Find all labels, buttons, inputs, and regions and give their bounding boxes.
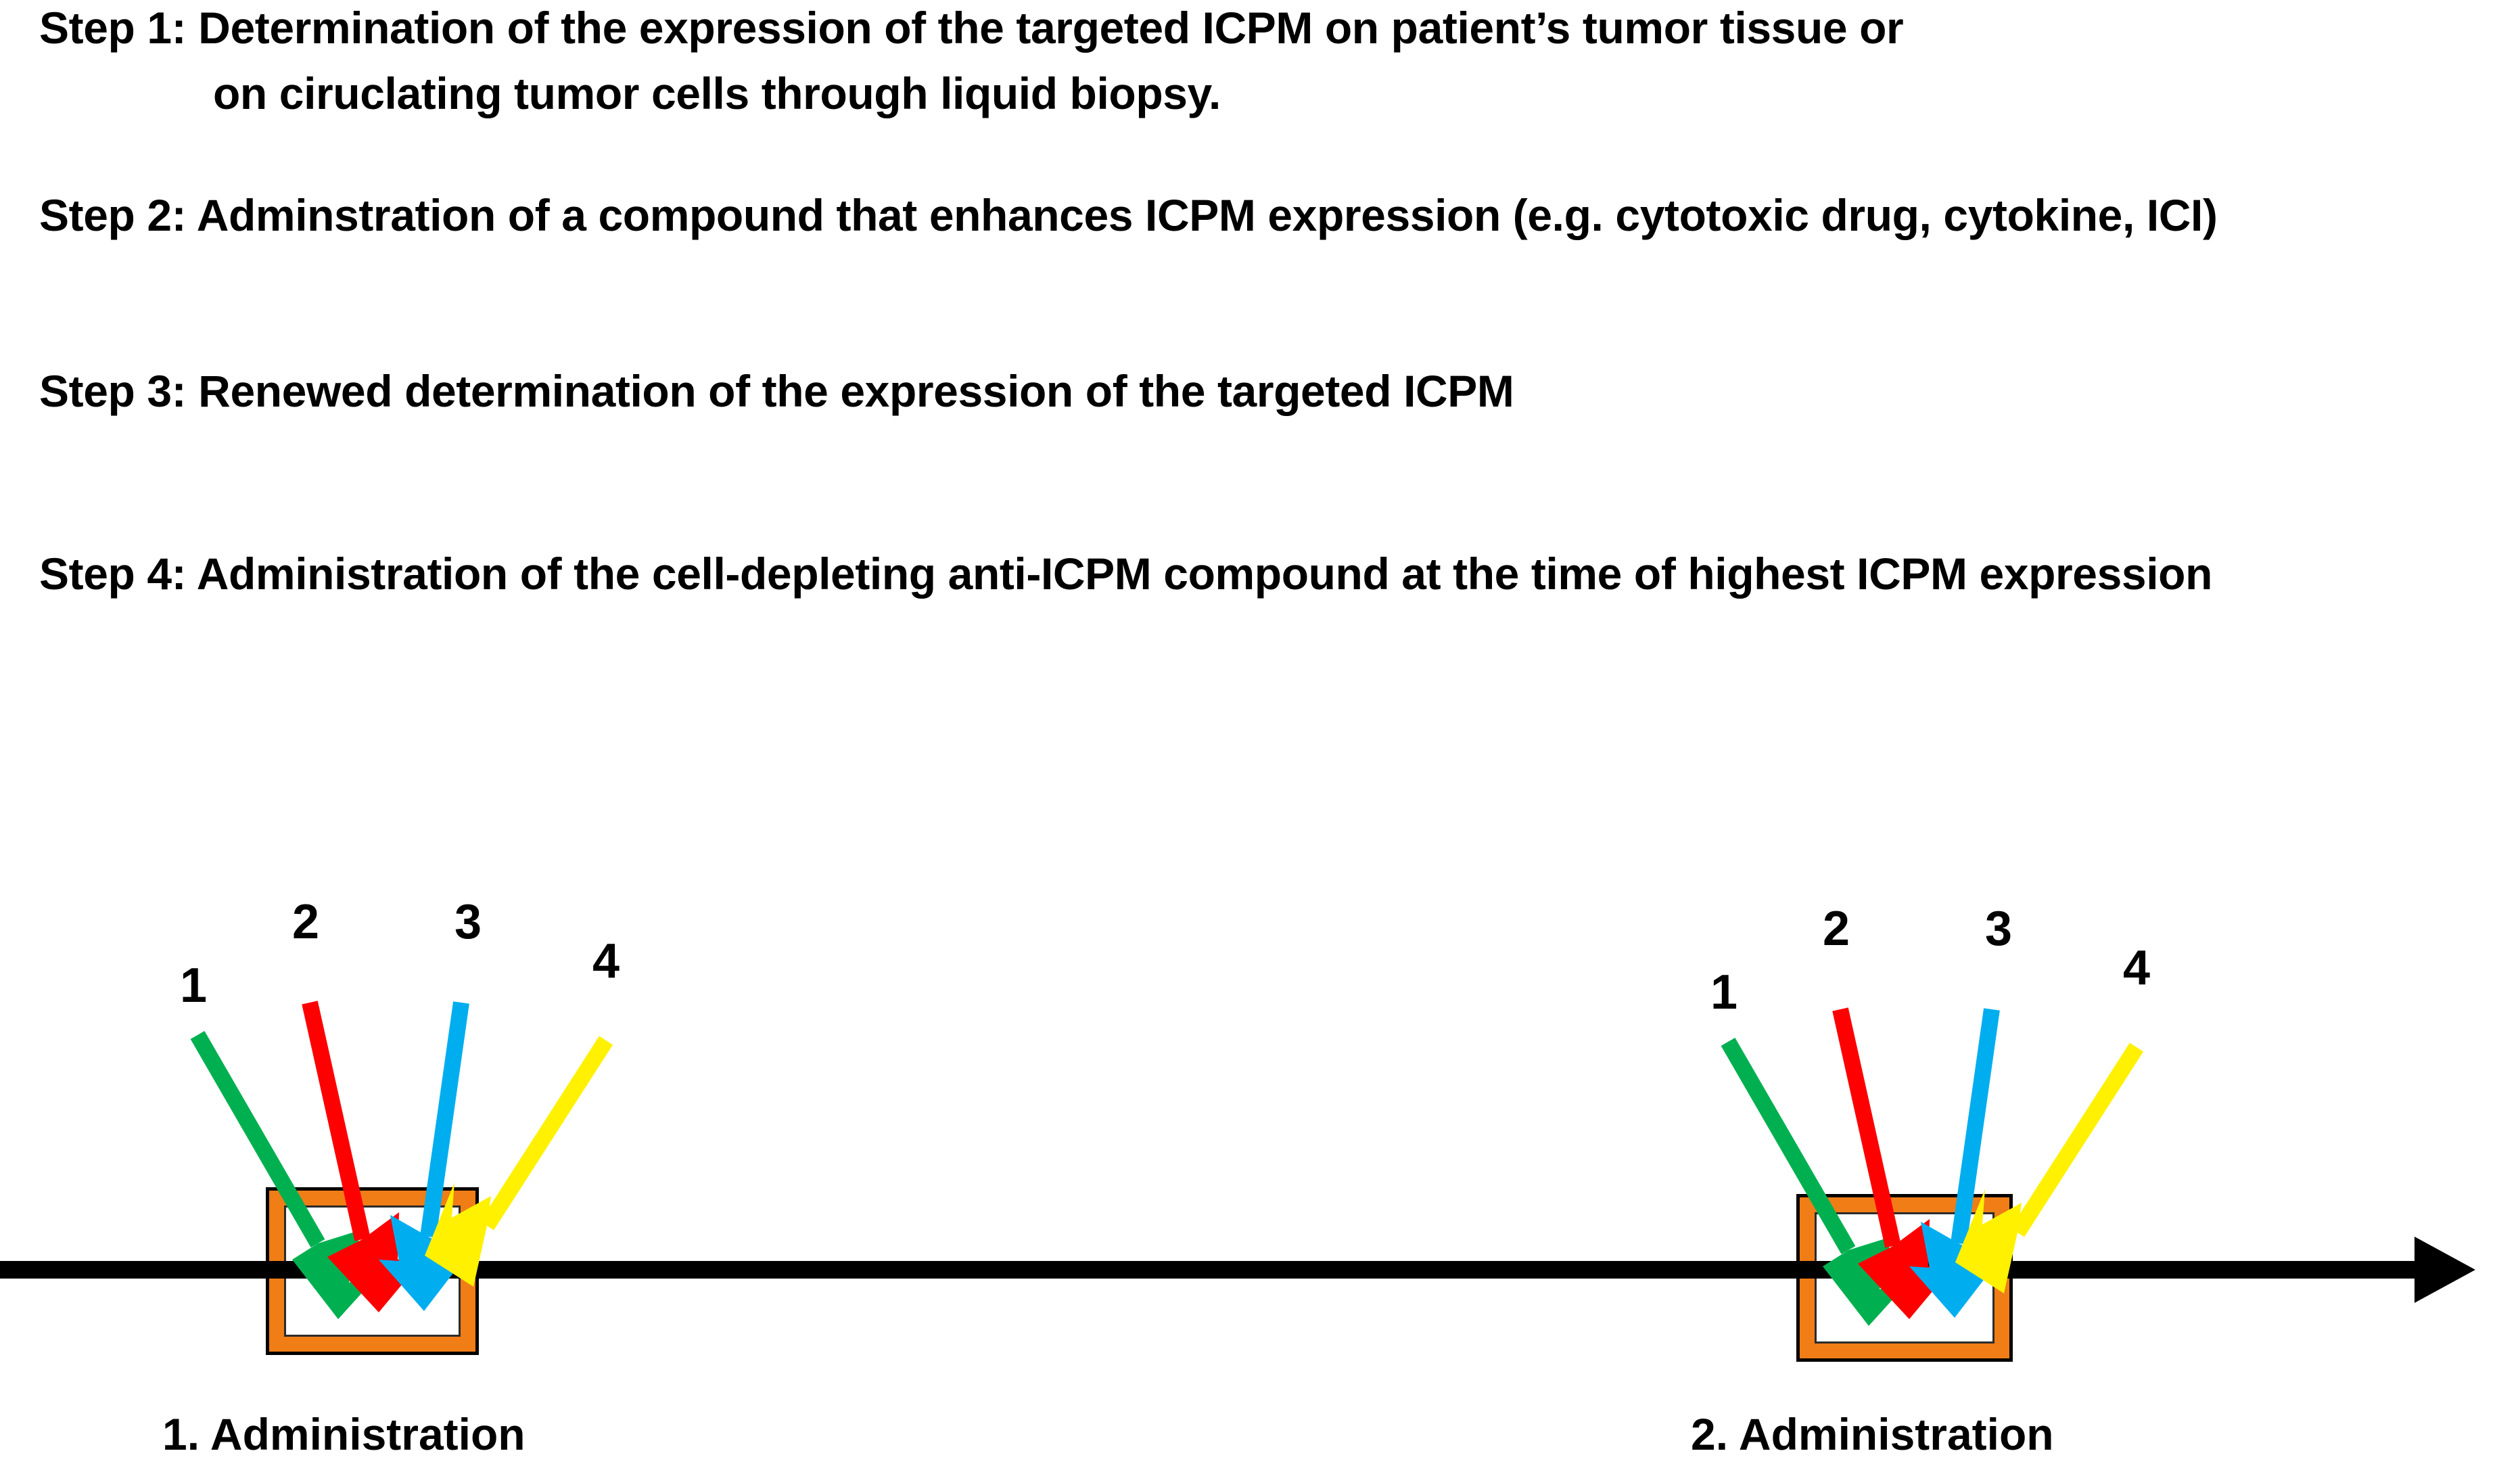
- administration-2-box: [1796, 1194, 2013, 1362]
- administration-2-caption: 2. Administration: [1691, 1409, 2054, 1459]
- step-4-line-1: Step 4: Administration of the cell-deple…: [39, 549, 2212, 599]
- step-1-line-1: Step 1: Determination of the expression …: [39, 3, 1904, 53]
- administration-2-arrow-label-3: 3: [1985, 902, 2013, 956]
- step-3-line-1: Step 3: Renewed determination of the exp…: [39, 366, 1514, 416]
- administration-1-arrow-label-4: 4: [592, 934, 620, 988]
- administration-2-arrow-label-4: 4: [2123, 941, 2151, 995]
- administration-1-caption: 1. Administration: [162, 1409, 526, 1459]
- administration-1-arrow-label-1: 1: [180, 959, 208, 1013]
- step-2-line-1: Step 2: Adminstration of a compound that…: [39, 190, 2218, 240]
- administration-1-arrow-label-2: 2: [292, 895, 320, 949]
- administration-1-arrow-label-3: 3: [454, 895, 482, 949]
- administration-2-box-innerline: [1815, 1212, 1994, 1343]
- step-1-line-2: on ciruclating tumor cells through liqui…: [213, 68, 1221, 118]
- administration-1-box-innerline: [284, 1205, 461, 1337]
- timeline-right-arrowhead-icon: [2414, 1237, 2475, 1303]
- administration-1-box: [266, 1187, 479, 1355]
- administration-2-arrow-label-2: 2: [1823, 902, 1850, 956]
- administration-2-arrow-label-1: 1: [1710, 965, 1738, 1019]
